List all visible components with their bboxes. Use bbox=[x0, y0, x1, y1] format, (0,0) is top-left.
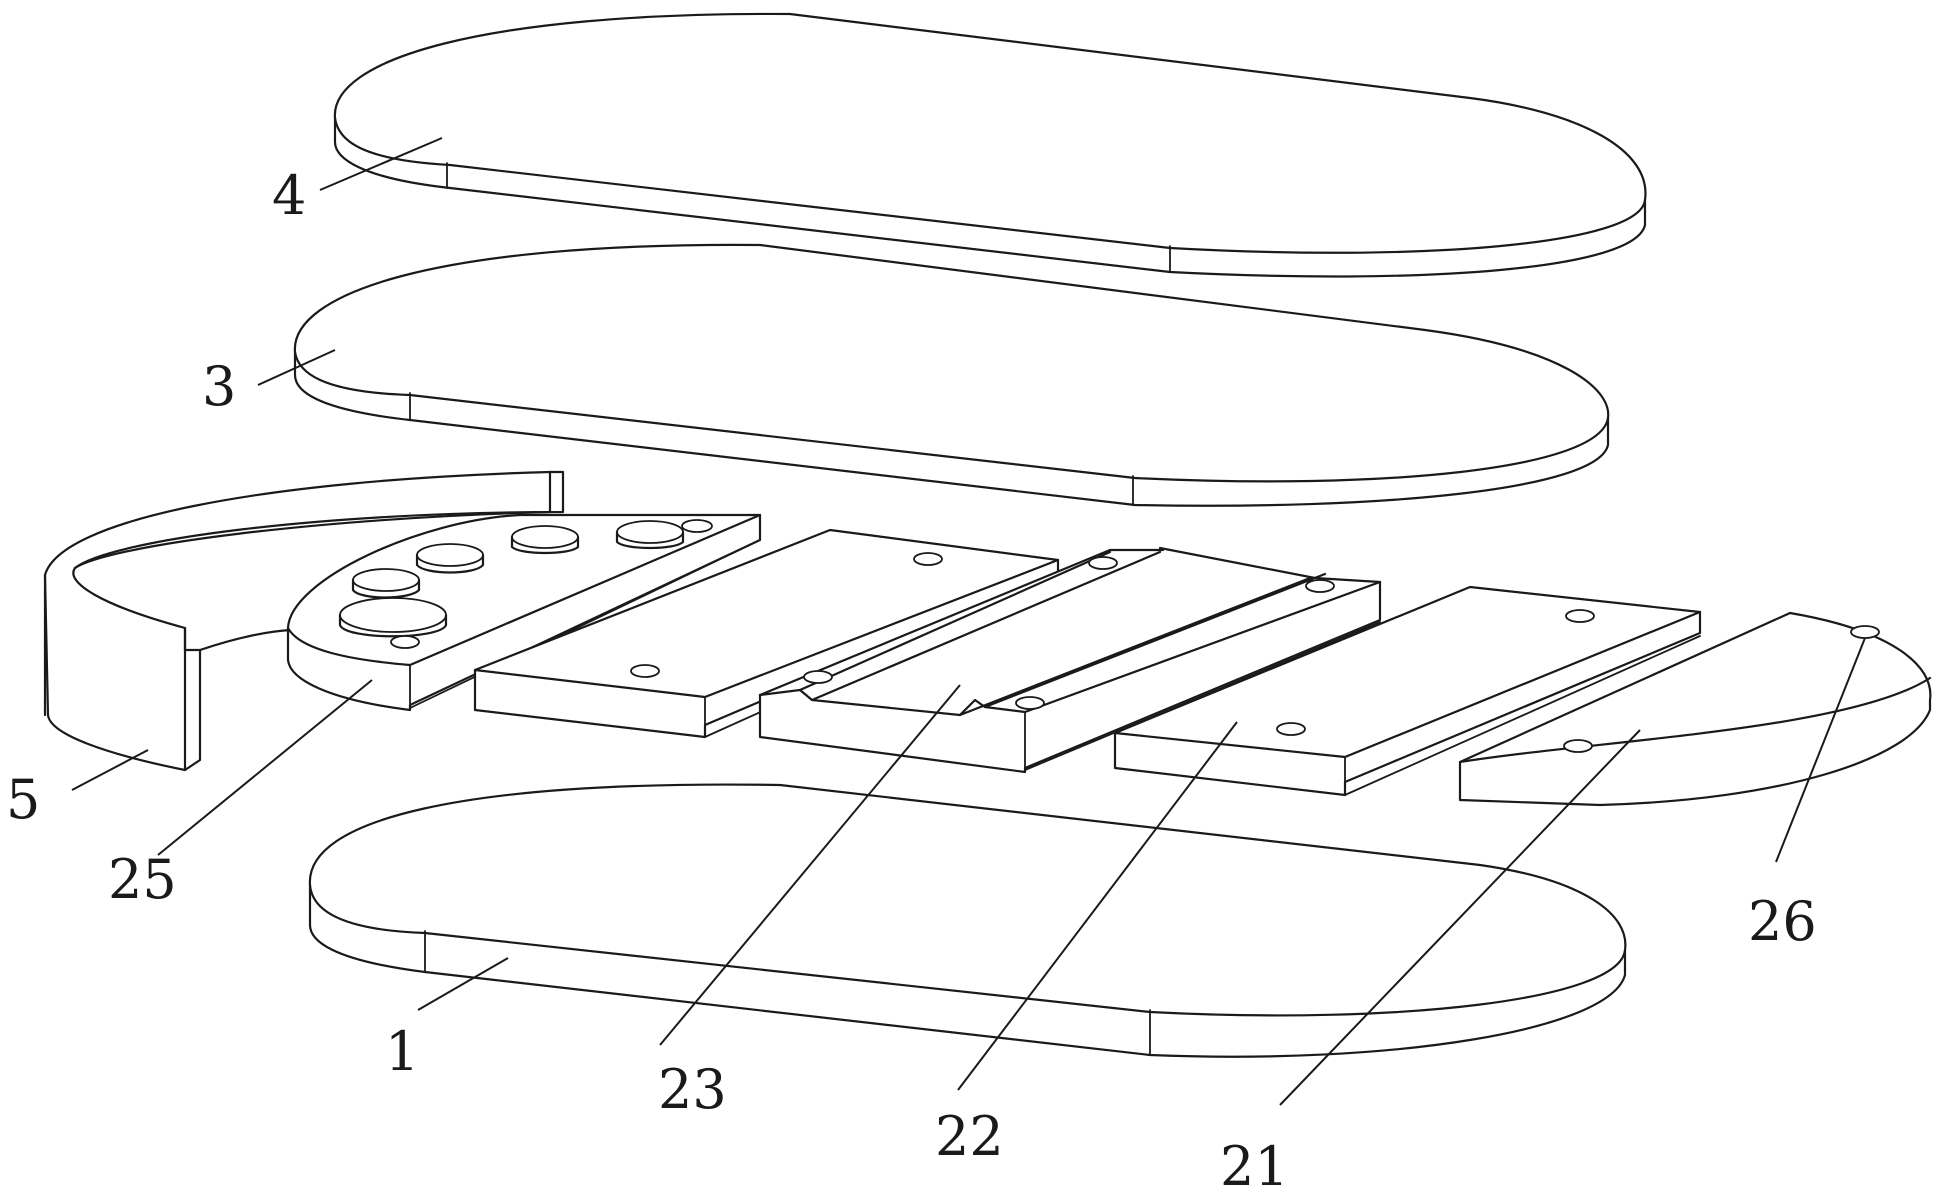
leader-5 bbox=[72, 750, 148, 790]
label-part-4: 4 bbox=[272, 164, 306, 227]
part-3-middle-plate bbox=[295, 245, 1608, 506]
label-part-25: 25 bbox=[108, 848, 177, 911]
label-part-23: 23 bbox=[658, 1058, 727, 1121]
label-part-21: 21 bbox=[1220, 1135, 1289, 1196]
label-part-1: 1 bbox=[385, 1020, 419, 1083]
part-1-bottom-plate bbox=[310, 785, 1625, 1057]
label-part-22: 22 bbox=[935, 1105, 1004, 1168]
label-part-26: 26 bbox=[1748, 890, 1817, 953]
part-4-top-plate bbox=[335, 14, 1646, 277]
label-part-3: 3 bbox=[202, 355, 236, 418]
label-part-5: 5 bbox=[6, 768, 40, 831]
